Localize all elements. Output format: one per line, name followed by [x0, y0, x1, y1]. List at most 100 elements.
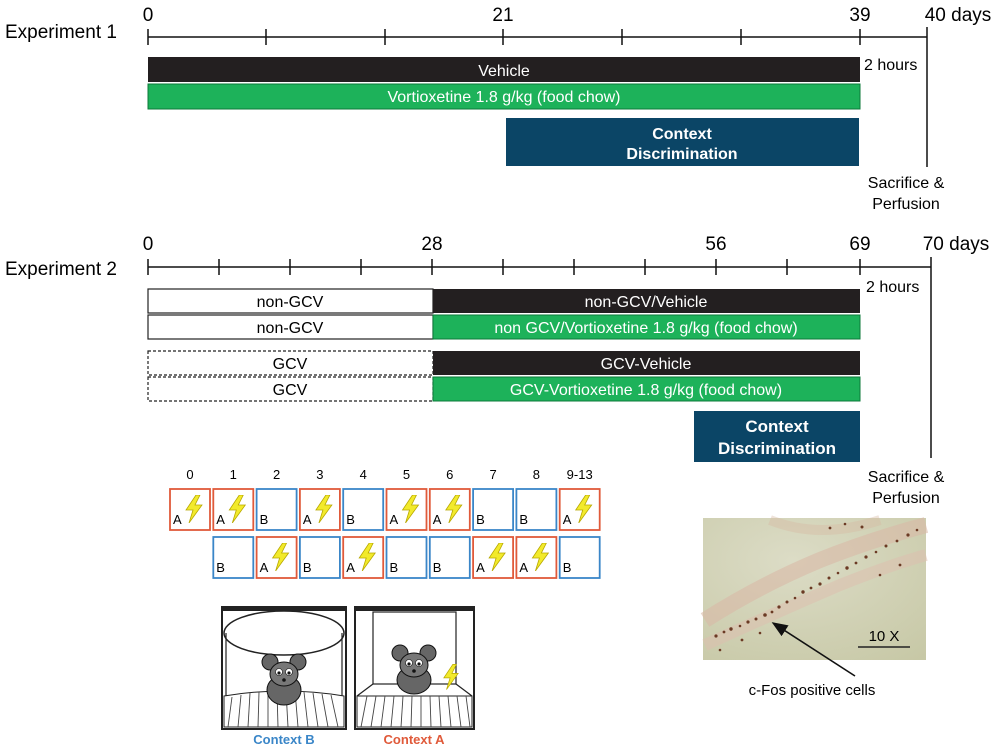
exp1-vortioxetine-bar — [147, 83, 861, 110]
schedule-day-label: 1 — [230, 467, 237, 482]
exp2-tick-0: 0 — [143, 234, 154, 255]
exp2-cd-line2: Discrimination — [718, 439, 836, 458]
schedule-day-label: 7 — [489, 467, 496, 482]
schedule-cell-context-a: A — [385, 488, 428, 531]
exp2-tick-70-days: 70 days — [923, 234, 990, 255]
schedule-cell-letter: A — [563, 512, 572, 527]
exp2-non-gcv-vortioxetine-label: non GCV/Vortioxetine 1.8 g/kg (food chow… — [494, 320, 797, 337]
exp1-vortioxetine-label: Vortioxetine 1.8 g/kg (food chow) — [387, 89, 620, 106]
schedule-cell-letter: A — [346, 560, 355, 575]
schedule-cell-letter: A — [476, 560, 485, 575]
exp2-gcv-vortioxetine-bar — [432, 376, 861, 402]
schedule-cell-letter: B — [563, 560, 572, 575]
exp2-context-discrimination-box — [694, 411, 860, 462]
schedule-cell-letter: A — [303, 512, 312, 527]
schedule-cell-letter: B — [476, 512, 485, 527]
schedule-cell-context-a: A — [298, 488, 341, 531]
exp2-tick-69: 69 — [849, 234, 870, 255]
schedule-cell-context-b: B — [298, 536, 341, 579]
schedule-cell-letter: A — [433, 512, 442, 527]
exp2-gcv-vehicle-bar — [433, 351, 860, 375]
schedule-day-label: 5 — [403, 467, 410, 482]
exp2-gcv-label-1: GCV — [273, 356, 308, 373]
exp1-context-discrimination-box — [506, 118, 859, 166]
c-fos-label: c-Fos positive cells — [749, 682, 876, 699]
schedule-cell-context-a: A — [342, 536, 385, 579]
exp1-vehicle-label: Vehicle — [478, 63, 530, 80]
schedule-cell-letter: B — [260, 512, 269, 527]
exp2-non-gcv-label-2: non-GCV — [257, 320, 324, 337]
exp2-gcv-label-2: GCV — [273, 382, 308, 399]
schedule-cell-context-a: A — [558, 488, 601, 531]
schedule-cell-context-a: A — [428, 488, 471, 531]
exp2-cd-line1: Context — [745, 417, 809, 436]
context-a-label: Context A — [384, 732, 446, 747]
schedule-cell-context-a: A — [472, 536, 515, 579]
schedule-cell-letter: B — [519, 512, 528, 527]
schedule-day-label: 0 — [186, 467, 193, 482]
schedule-cell-context-b: B — [385, 536, 428, 579]
experiment-2: Experiment 2 0 28 56 69 70 days 2 hours … — [5, 234, 989, 507]
schedule-cell-context-b: B — [428, 536, 471, 579]
exp1-tick-40-days: 40 days — [925, 5, 992, 26]
schedule-cell-letter: B — [390, 560, 399, 575]
schedule-cell-context-a: A — [515, 536, 558, 579]
exp1-cd-line2: Discrimination — [626, 146, 737, 163]
mouse-icon — [391, 644, 437, 695]
exp1-tick-39: 39 — [849, 5, 870, 26]
exp2-timeline-axis — [147, 257, 932, 458]
schedule-cell-context-b: B — [472, 488, 515, 531]
exp2-gcv-vehicle-label: GCV-Vehicle — [601, 356, 692, 373]
chamber-context-a: Context A — [354, 606, 475, 747]
exp1-two-hours: 2 hours — [864, 57, 917, 74]
exp2-non-gcv-bar-2 — [147, 314, 434, 340]
exp1-cd-line1: Context — [652, 126, 712, 143]
schedule-cell-letter: B — [216, 560, 225, 575]
schedule-cell-letter: A — [173, 512, 182, 527]
schedule-cell-letter: A — [260, 560, 269, 575]
exp2-non-gcv-vehicle-label: non-GCV/Vehicle — [585, 294, 708, 311]
experiment-1-title: Experiment 1 — [5, 22, 117, 43]
schedule-cell-context-b: B — [342, 488, 385, 531]
c-fos-dots — [714, 522, 919, 652]
exp1-timeline-axis — [147, 27, 928, 167]
experiment-2-title: Experiment 2 — [5, 259, 117, 280]
schedule-cell-context-b: B — [255, 488, 298, 531]
schedule-day-label: 9-13 — [567, 467, 593, 482]
schedule-cell-context-a: A — [212, 488, 255, 531]
schedule-day-label: 4 — [360, 467, 367, 482]
schedule-cell-context-b: B — [212, 536, 255, 579]
exp2-gcv-vortioxetine-label: GCV-Vortioxetine 1.8 g/kg (food chow) — [510, 382, 782, 399]
exp2-gcv-bar-2 — [147, 376, 434, 402]
schedule-cell-letter: A — [519, 560, 528, 575]
schedule-day-label: 3 — [316, 467, 323, 482]
exp2-two-hours: 2 hours — [866, 279, 919, 296]
chamber-context-b: Context B — [221, 606, 347, 747]
schedule-cell-context-a: A — [255, 536, 298, 579]
mouse-icon — [261, 653, 307, 706]
context-b-label: Context B — [253, 732, 314, 747]
c-fos-arrow — [771, 622, 856, 677]
experiment-1: Experiment 1 0 21 39 40 days Vehicle Vor… — [5, 5, 991, 213]
exp2-sacrifice-line2: Perfusion — [872, 490, 940, 507]
exp1-tick-21: 21 — [492, 5, 513, 26]
schedule-cell-letter: A — [390, 512, 399, 527]
exp1-sacrifice-line1: Sacrifice & — [868, 175, 945, 192]
schedule-day-label: 6 — [446, 467, 453, 482]
exp1-sacrifice-line2: Perfusion — [872, 196, 940, 213]
exp2-gcv-bar-1 — [147, 350, 434, 376]
c-fos-micrograph: 10 X c-Fos positive cells — [700, 515, 929, 699]
exp2-non-gcv-bar-1 — [147, 288, 434, 314]
exp1-vehicle-bar — [148, 57, 860, 82]
exp2-tick-56: 56 — [705, 234, 726, 255]
schedule-cell-letter: B — [433, 560, 442, 575]
exp2-tick-28: 28 — [421, 234, 442, 255]
exp1-tick-0: 0 — [143, 5, 154, 26]
exp2-sacrifice-line1: Sacrifice & — [868, 469, 945, 486]
exp2-non-gcv-vehicle-bar — [433, 289, 860, 313]
schedule-cell-letter: B — [303, 560, 312, 575]
schedule-cell-context-b: B — [558, 536, 601, 579]
exp2-non-gcv-label-1: non-GCV — [257, 294, 324, 311]
scale-label: 10 X — [869, 628, 900, 645]
